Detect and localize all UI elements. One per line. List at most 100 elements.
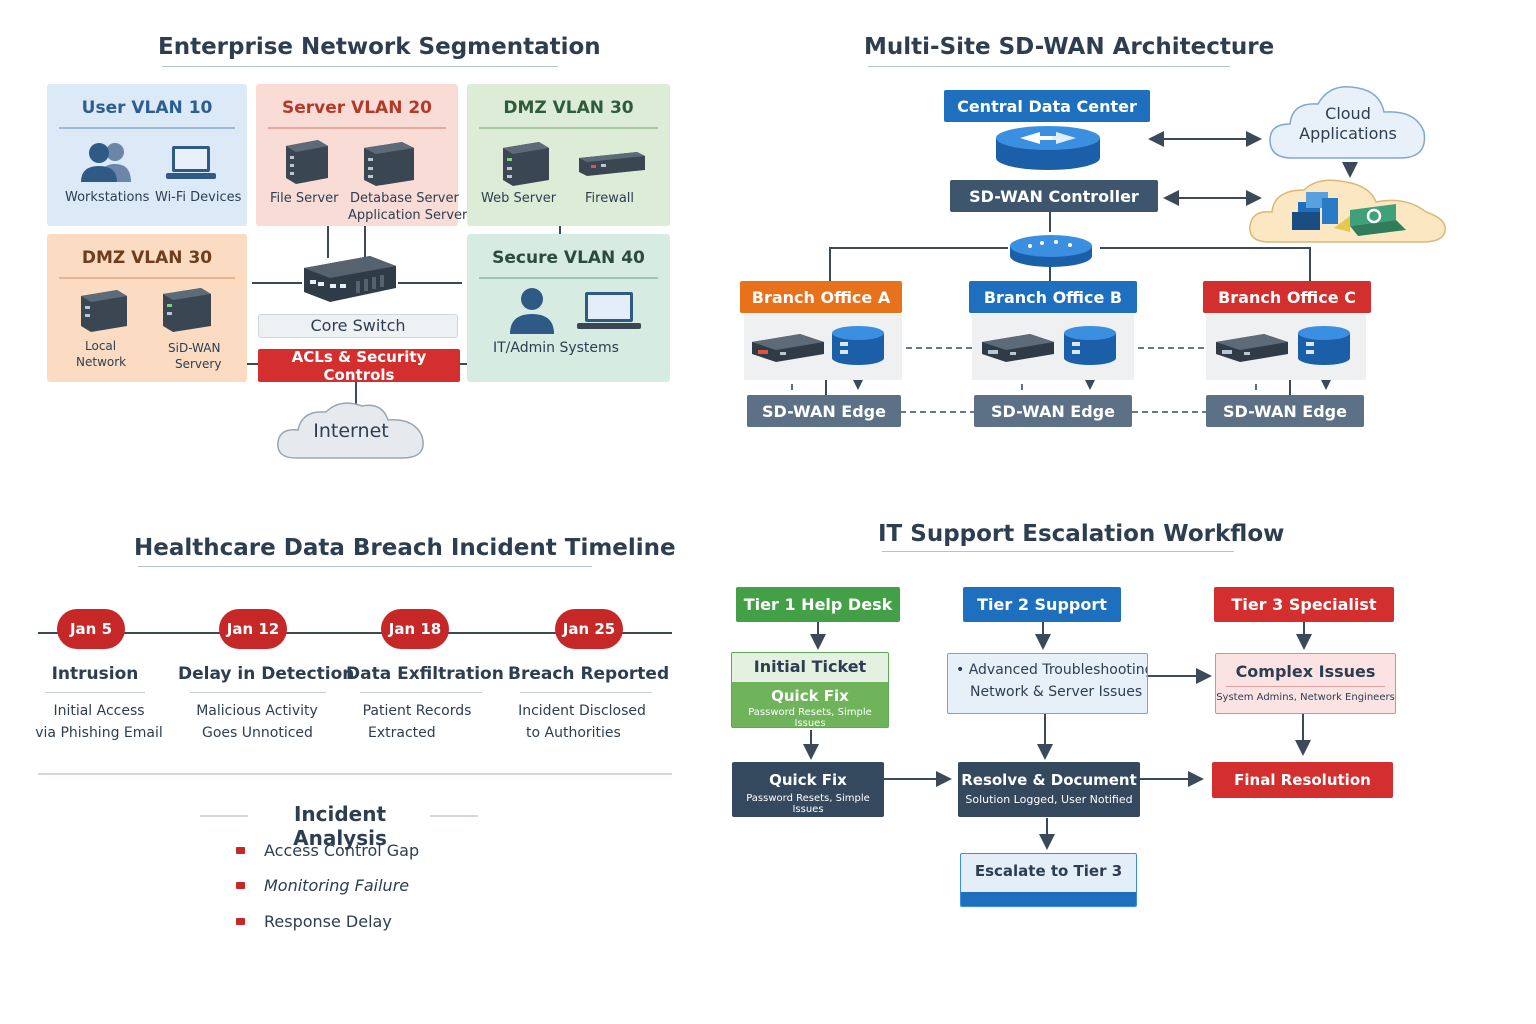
- server-vlan-label: Server VLAN 20: [281, 98, 433, 118]
- title-underline: [162, 66, 558, 67]
- sdwan-server-label-2: Servery: [175, 357, 222, 371]
- central-datacenter-box: Central Data Center: [944, 90, 1150, 122]
- zone-divider: [479, 277, 658, 279]
- branch-a-router-icon: [752, 334, 824, 362]
- quick-fix-box: Quick Fix Password Resets, Simple Issues: [732, 762, 884, 817]
- hub-router-icon: [1010, 235, 1092, 267]
- server-vlan-zone: Server VLAN 20 File Server Detabase Serv…: [256, 84, 467, 226]
- acl-security-box: ACLs & Security Controls: [258, 348, 460, 384]
- web-server-label: Web Server: [481, 191, 557, 206]
- application-server-label: Application Server: [348, 208, 468, 223]
- event-title-exfiltration: Data Exfiltration: [346, 664, 504, 684]
- event-divider: [45, 692, 145, 693]
- database-server-icon: [364, 142, 414, 186]
- cloud-applications-label: Cloud Applications: [1266, 104, 1430, 144]
- analysis-item-monitoring: Monitoring Failure: [264, 876, 410, 895]
- event-date-jan-18: Jan 18: [381, 609, 449, 649]
- internet-cloud-icon: [277, 402, 424, 459]
- user-vlan-zone: User VLAN 10 Workstations Wi-Fi Devices: [47, 84, 247, 226]
- resolve-document-box: Resolve & Document Solution Logged, User…: [958, 762, 1140, 817]
- file-server-icon: [286, 140, 328, 184]
- event-desc-line-2: Goes Unnoticed: [202, 725, 313, 741]
- bullet-icon: [236, 918, 245, 925]
- event-divider: [360, 692, 482, 693]
- bullet-icon: [236, 882, 245, 889]
- branch-c-router-icon: [1216, 334, 1288, 362]
- local-network-server-icon: [81, 290, 127, 332]
- event-divider: [520, 692, 652, 693]
- complex-issues-box: Complex Issues System Admins, Network En…: [1215, 653, 1396, 714]
- timeline-title: Healthcare Data Breach Incident Timeline: [134, 535, 676, 561]
- branch-a-edge-box: SD-WAN Edge: [747, 395, 901, 427]
- event-title-delay: Delay in Detection: [178, 664, 355, 684]
- branch-office-c-box: Branch Office C: [1203, 281, 1371, 313]
- tier1-helpdesk-box: Tier 1 Help Desk: [736, 587, 900, 622]
- internet-label: Internet: [313, 420, 389, 442]
- router-icon: [996, 126, 1100, 170]
- event-desc-delay: Malicious Activity Goes Unnoticed: [180, 700, 334, 744]
- database-server-label: Detabase Server: [350, 191, 459, 206]
- event-desc-line-2: Extracted: [368, 725, 436, 741]
- zone-divider: [59, 127, 235, 129]
- sdwan-controller-box: SD-WAN Controller: [950, 180, 1158, 212]
- zone-divider: [479, 127, 658, 129]
- event-desc-line-2: via Phishing Email: [35, 725, 163, 741]
- branch-c-storage-icon: [1298, 326, 1350, 365]
- local-network-label-1: Local: [85, 339, 117, 353]
- event-desc-line-1: Initial Access: [53, 703, 145, 719]
- core-switch-label: Core Switch: [258, 314, 458, 338]
- quick-fix-2-sub: Password Resets, Simple Issues: [746, 793, 870, 815]
- admin-systems-label: IT/Admin Systems: [493, 340, 619, 356]
- event-desc-line-1: Incident Disclosed: [518, 703, 646, 719]
- event-desc-line-2: to Authorities: [526, 725, 621, 741]
- event-date-jan-25: Jan 25: [555, 609, 623, 649]
- title-underline: [868, 66, 1230, 67]
- advanced-troubleshooting-box: • Advanced Troubleshooting Network & Ser…: [947, 653, 1148, 714]
- branch-a-storage-icon: [832, 326, 884, 365]
- sdwan-server-label-1: SiD-WAN: [168, 341, 221, 355]
- complex-label: Complex Issues: [1235, 662, 1376, 681]
- tier3-specialist-box: Tier 3 Specialist: [1214, 587, 1394, 622]
- cloud-services-icon: [1249, 179, 1446, 243]
- analysis-item-access-control: Access Control Gap: [264, 841, 420, 860]
- escalate-label: Escalate to Tier 3: [974, 862, 1123, 880]
- branch-office-b-box: Branch Office B: [969, 281, 1137, 313]
- resolve-label: Resolve & Document: [961, 771, 1137, 789]
- complex-divider: [1226, 686, 1385, 687]
- branch-b-edge-box: SD-WAN Edge: [974, 395, 1132, 427]
- dmz-vlan-label: DMZ VLAN 30: [503, 98, 634, 118]
- escalate-tier3-box: Escalate to Tier 3: [960, 853, 1137, 907]
- web-server-icon: [503, 142, 549, 186]
- event-date-jan-12: Jan 12: [219, 609, 287, 649]
- sdwan-title: Multi-Site SD-WAN Architecture: [864, 34, 1275, 60]
- dmz-vlan-top-zone: DMZ VLAN 30 Web Server Firewall: [467, 84, 670, 226]
- branch-b-router-icon: [982, 334, 1054, 362]
- title-underline: [882, 551, 1234, 552]
- event-desc-exfiltration: Patient Records Extracted: [352, 700, 482, 744]
- zone-divider: [59, 277, 235, 279]
- file-server-label: File Server: [270, 191, 339, 206]
- dmz-vlan-label: DMZ VLAN 30: [81, 248, 213, 268]
- users-icon: [81, 143, 131, 182]
- event-desc-intrusion: Initial Access via Phishing Email: [20, 700, 178, 744]
- event-title-reported: Breach Reported: [508, 664, 670, 684]
- branch-office-a-box: Branch Office A: [740, 281, 902, 313]
- quick-fix-label: Quick Fix: [771, 687, 849, 705]
- secure-vlan-label: Secure VLAN 40: [492, 248, 645, 268]
- event-desc-line-1: Malicious Activity: [196, 703, 318, 719]
- workstations-label: Workstations: [65, 190, 150, 205]
- cloud-label-line-2: Applications: [1299, 124, 1397, 143]
- analysis-item-response: Response Delay: [264, 912, 392, 931]
- branch-c-edge-box: SD-WAN Edge: [1206, 395, 1364, 427]
- core-switch-icon: [304, 256, 396, 302]
- event-title-intrusion: Intrusion: [51, 664, 139, 684]
- escalation-title: IT Support Escalation Workflow: [878, 521, 1285, 547]
- sdwan-server-icon: [163, 288, 211, 332]
- event-desc-line-1: Patient Records: [362, 703, 472, 719]
- zone-divider: [268, 127, 446, 129]
- firewall-label: Firewall: [585, 191, 635, 206]
- event-divider: [190, 692, 326, 693]
- admin-user-icon: [510, 288, 554, 334]
- tier2-support-box: Tier 2 Support: [963, 587, 1121, 622]
- cloud-applications-icon: [1269, 86, 1426, 159]
